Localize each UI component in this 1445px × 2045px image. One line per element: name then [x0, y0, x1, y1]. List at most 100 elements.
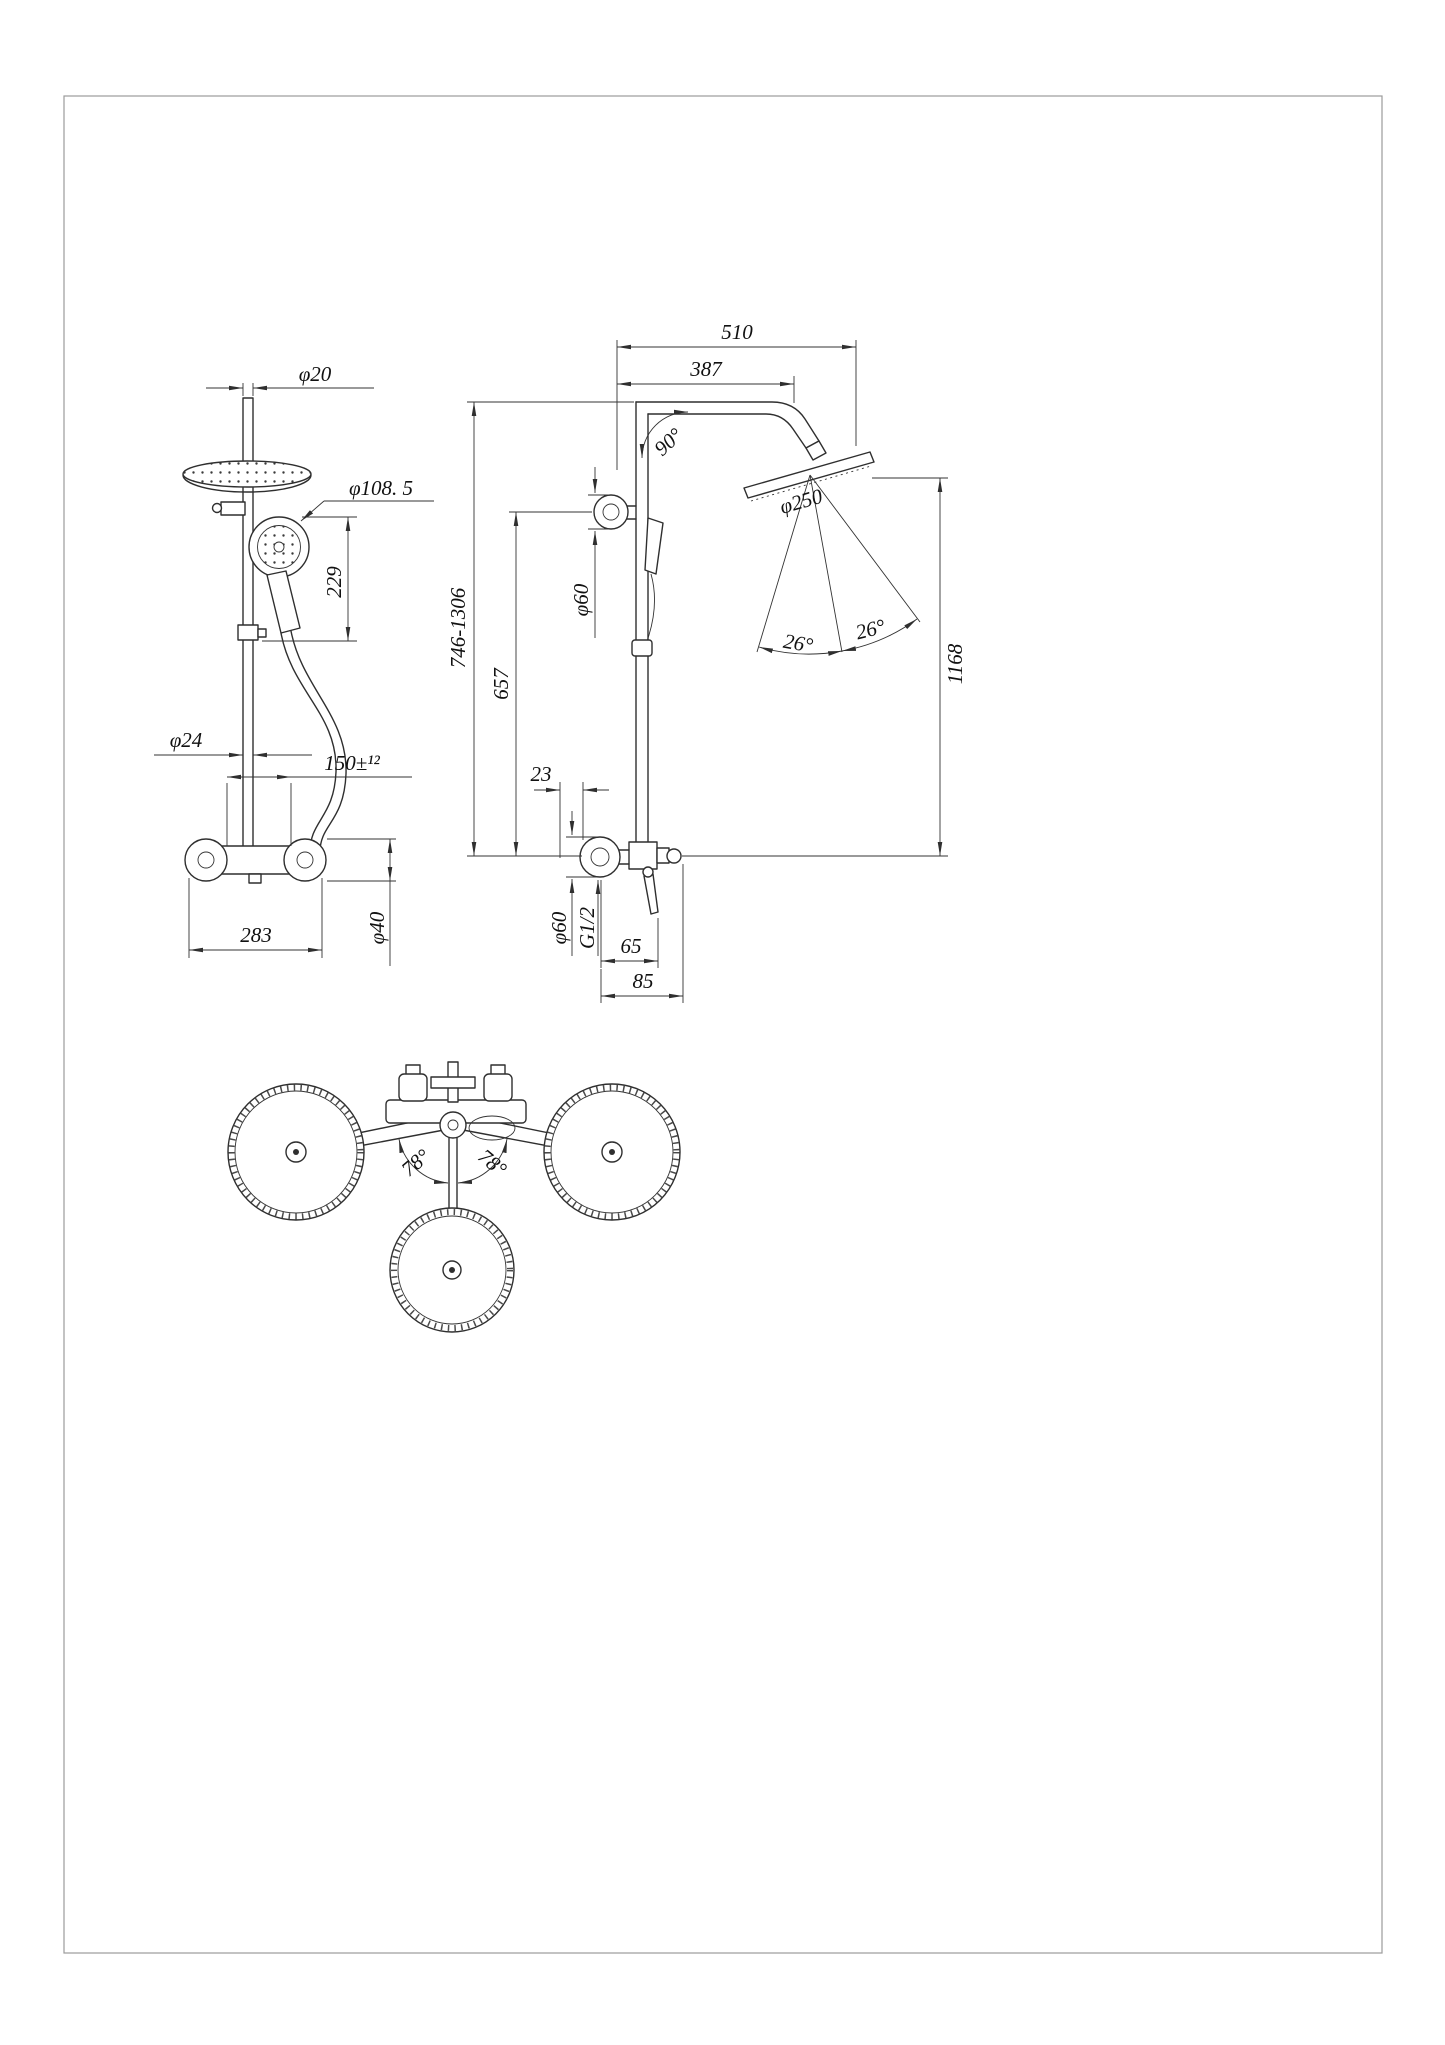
- dim-283: 283: [188, 878, 323, 958]
- top-mixer-assembly: [385, 1061, 527, 1141]
- front-hose: [280, 630, 347, 853]
- dim-1168: 1168: [682, 477, 967, 857]
- dim-657: 657: [489, 511, 592, 856]
- dim-phi24-label: φ24: [170, 728, 203, 752]
- front-handle-left-cap: [197, 851, 215, 869]
- dim-746-1306: 746-1306: [446, 401, 634, 857]
- top-view: 78° 78°: [227, 1061, 681, 1333]
- front-top-pipe: [242, 397, 254, 465]
- top-knob-left: [398, 1073, 428, 1102]
- dim-phi24: φ24: [154, 728, 312, 758]
- top-bottom-head-center: [449, 1267, 455, 1273]
- side-wall-flange-inner: [590, 847, 610, 867]
- side-rain-head: [743, 451, 875, 499]
- dim-phi250-label: φ250: [777, 484, 826, 519]
- front-handshower-hub: [273, 541, 285, 553]
- dim-phi40-label: φ40: [365, 911, 389, 944]
- dim-283-label: 283: [240, 923, 272, 947]
- dim-387: 387: [617, 357, 795, 403]
- dim-510-label: 510: [721, 320, 753, 344]
- front-handle-right-cap: [296, 851, 314, 869]
- front-handshower-handle: [266, 570, 301, 634]
- top-bottom-head-knurl: [391, 1209, 513, 1331]
- dim-phi60-top-label: φ60: [569, 583, 593, 616]
- dim-phi20: φ20: [206, 362, 374, 396]
- dim-g12: G1/2: [575, 880, 601, 956]
- dim-phi60-bottom-label: φ60: [547, 911, 571, 944]
- side-lever: [643, 873, 659, 915]
- dim-387-label: 387: [689, 357, 723, 381]
- dim-phi40: φ40: [327, 838, 396, 966]
- side-spray-lines: [756, 474, 921, 653]
- dim-1168-label: 1168: [943, 643, 967, 684]
- side-shower-column: [579, 401, 921, 915]
- top-pivot-inner: [447, 1119, 459, 1131]
- top-diverter-horizontal: [430, 1076, 476, 1089]
- side-wall-flange: [579, 836, 621, 878]
- dim-90deg: 90°: [639, 409, 689, 461]
- dim-85-label: 85: [633, 969, 654, 993]
- dim-spray-angles: 26° 26°: [758, 614, 918, 658]
- front-handle-left: [184, 838, 228, 882]
- front-rain-head-rim: [182, 474, 312, 493]
- dim-510: 510: [616, 320, 857, 470]
- front-outlet: [248, 873, 262, 884]
- dim-229-label: 229: [322, 566, 346, 598]
- side-bracket-flange-inner: [602, 503, 620, 521]
- top-right-head-knurl: [544, 1084, 680, 1220]
- top-pivot: [439, 1111, 467, 1139]
- dim-23-label: 23: [531, 762, 552, 786]
- dim-phi250: φ250: [777, 484, 826, 519]
- side-dimensions: 510 387 90° φ60 746-1306: [446, 320, 967, 1003]
- front-dimensions: φ20 φ108. 5 229 φ24 150±¹²: [154, 362, 434, 966]
- top-dimensions: 78° 78°: [397, 1138, 512, 1185]
- side-head-connector: [805, 440, 827, 461]
- top-left-head-knurl: [228, 1084, 364, 1220]
- side-handshower-edge: [644, 517, 664, 575]
- dim-phi60-bottom: φ60: [547, 811, 597, 956]
- dim-746-1306-label: 746-1306: [446, 587, 470, 668]
- side-valve-body: [628, 841, 658, 870]
- top-wheel-left: [227, 1083, 365, 1221]
- dim-phi108-5-label: φ108. 5: [349, 476, 413, 500]
- dim-229: 229: [262, 516, 357, 642]
- dim-150: 150±¹²: [226, 751, 412, 846]
- dim-657-label: 657: [489, 667, 513, 700]
- side-valve-cap: [666, 848, 682, 864]
- front-slider: [237, 624, 259, 641]
- front-handle-right: [283, 838, 327, 882]
- front-view: φ20 φ108. 5 229 φ24 150±¹²: [154, 362, 434, 966]
- top-wheel-right: [543, 1083, 681, 1221]
- dim-26deg-left-label: 26°: [782, 629, 816, 658]
- side-lever-pivot: [642, 866, 654, 878]
- dim-26deg-right-label: 26°: [853, 614, 888, 645]
- top-swivel-arms: [304, 1115, 604, 1213]
- sheet-border: [63, 95, 1383, 1954]
- dim-65: 65: [600, 880, 659, 968]
- top-left-head-center: [293, 1149, 299, 1155]
- side-bracket-flange: [593, 494, 629, 530]
- dim-65-label: 65: [621, 934, 642, 958]
- front-rain-head: [182, 460, 312, 488]
- dim-85: 85: [600, 864, 684, 1003]
- dim-phi60-top: φ60: [569, 467, 609, 638]
- side-riser-pipe: [635, 401, 649, 849]
- dim-78deg-right-label: 78°: [474, 1144, 512, 1182]
- side-head-nozzles: [750, 465, 872, 502]
- dim-90deg-label: 90°: [649, 423, 687, 461]
- dim-phi20-label: φ20: [299, 362, 332, 386]
- dim-150-label: 150±¹²: [324, 751, 380, 775]
- dim-phi108-5: φ108. 5: [300, 476, 434, 522]
- front-slider-knob: [257, 628, 267, 638]
- dim-23: 23: [531, 762, 609, 858]
- dim-g12-label: G1/2: [575, 907, 599, 950]
- side-slider: [631, 639, 653, 657]
- top-knob-right: [483, 1073, 513, 1102]
- front-shower-column: [182, 397, 347, 884]
- side-hose: [645, 573, 655, 645]
- side-view: 510 387 90° φ60 746-1306: [446, 320, 967, 1003]
- top-wheel-bottom: [389, 1207, 515, 1333]
- front-holder-knob: [211, 502, 223, 514]
